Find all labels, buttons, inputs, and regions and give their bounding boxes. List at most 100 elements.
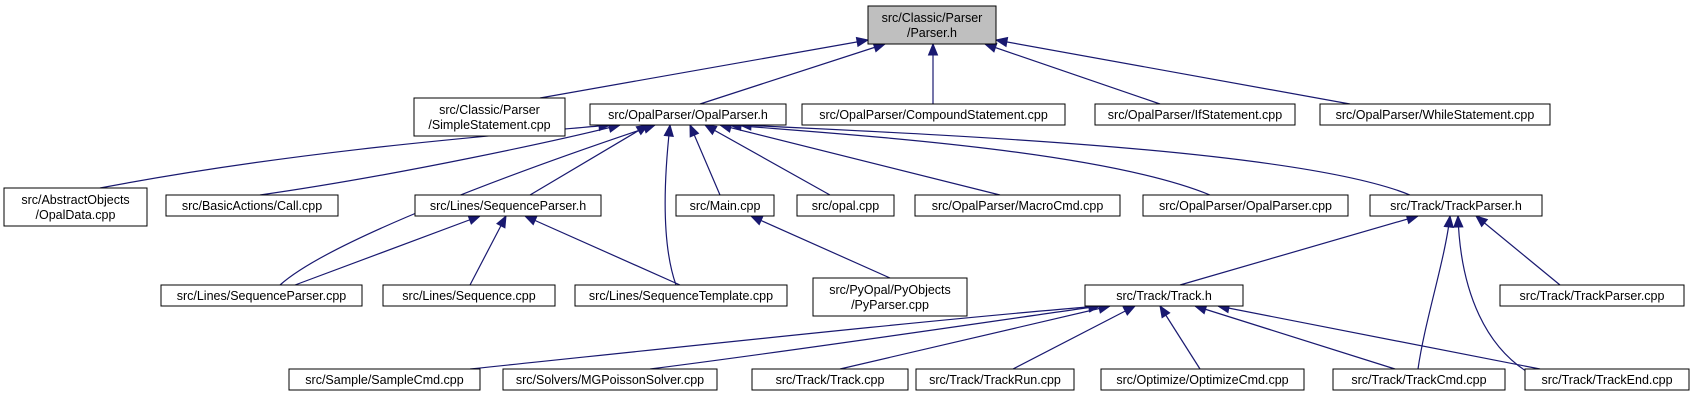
node-seqparser-h[interactable]: src/Lines/SequenceParser.h xyxy=(414,194,602,217)
edge-optimizecmd-to-track_h xyxy=(1159,304,1201,370)
edge-compound_stmt-to-parser_h xyxy=(927,42,939,104)
node-box xyxy=(414,194,602,217)
node-label-line: src/Track/Track.cpp xyxy=(776,373,885,387)
node-label-line: src/Track/TrackParser.cpp xyxy=(1520,289,1665,303)
node-label-line: src/Sample/SampleCmd.cpp xyxy=(305,373,463,387)
node-label-line: src/Classic/Parser xyxy=(439,103,540,117)
node-box xyxy=(914,194,1121,217)
node-label-line: src/Optimize/OptimizeCmd.cpp xyxy=(1116,373,1288,387)
node-label-line: src/Track/Track.h xyxy=(1116,289,1212,303)
node-trackrun[interactable]: src/Track/TrackRun.cpp xyxy=(915,368,1075,391)
node-label-line: /Parser.h xyxy=(907,26,957,40)
node-label-line: src/Track/TrackRun.cpp xyxy=(929,373,1061,387)
node-label-line: /PyParser.cpp xyxy=(851,298,929,312)
node-box xyxy=(1084,284,1244,307)
node-box xyxy=(796,194,895,217)
edge-if_stmt-to-parser_h xyxy=(983,42,1161,105)
node-box xyxy=(165,194,339,217)
node-track-h[interactable]: src/Track/Track.h xyxy=(1084,284,1244,307)
node-box xyxy=(675,194,775,217)
node-box xyxy=(801,103,1066,126)
edge-sequence-to-seqparser_h xyxy=(469,214,507,286)
node-box xyxy=(1499,284,1685,307)
node-compound-stmt[interactable]: src/OpalParser/CompoundStatement.cpp xyxy=(801,103,1066,126)
node-optimizecmd[interactable]: src/Optimize/OptimizeCmd.cpp xyxy=(1100,368,1305,391)
node-label-line: /SimpleStatement.cpp xyxy=(428,118,550,132)
node-box xyxy=(382,284,556,307)
node-while-stmt[interactable]: src/OpalParser/WhileStatement.cpp xyxy=(1319,103,1551,126)
node-simple-stmt[interactable]: src/Classic/Parser/SimpleStatement.cpp xyxy=(413,97,566,137)
node-seqparser-cpp[interactable]: src/Lines/SequenceParser.cpp xyxy=(160,284,363,307)
nodes-layer: src/Classic/Parser/Parser.hsrc/Classic/P… xyxy=(3,5,1690,391)
edge-trackcmd-to-track_h xyxy=(1193,304,1396,370)
node-box xyxy=(1369,194,1543,217)
node-box xyxy=(1332,368,1506,391)
node-label-line: src/Solvers/MGPoissonSolver.cpp xyxy=(516,373,704,387)
node-box xyxy=(589,103,787,126)
node-box xyxy=(160,284,363,307)
node-box xyxy=(1524,368,1690,391)
node-box xyxy=(502,368,718,391)
node-label-line: src/OpalParser/WhileStatement.cpp xyxy=(1336,108,1535,122)
node-macrocmd[interactable]: src/OpalParser/MacroCmd.cpp xyxy=(914,194,1121,217)
edge-track_h-to-trackparser_h xyxy=(1179,214,1420,286)
node-label-line: src/opal.cpp xyxy=(812,199,879,213)
node-label-line: src/Track/TrackCmd.cpp xyxy=(1351,373,1486,387)
node-trackparser-h[interactable]: src/Track/TrackParser.h xyxy=(1369,194,1543,217)
edge-seqtemplate-to-seqparser_h xyxy=(523,215,681,286)
node-label-line: src/OpalParser/OpalParser.cpp xyxy=(1159,199,1332,213)
edge-opal-to-opalparser_h xyxy=(703,124,831,196)
node-opaldata[interactable]: src/AbstractObjects/OpalData.cpp xyxy=(3,187,148,227)
edge-trackparser_cpp-to-trackparser_h xyxy=(1474,215,1561,286)
edge-trackcmd-to-trackparser_h xyxy=(1417,214,1454,370)
node-label-line: src/AbstractObjects xyxy=(21,193,129,207)
node-label-line: src/Lines/SequenceTemplate.cpp xyxy=(589,289,773,303)
node-main[interactable]: src/Main.cpp xyxy=(675,194,775,217)
node-opalparser-h[interactable]: src/OpalParser/OpalParser.h xyxy=(589,103,787,126)
edge-seqparser_cpp-to-seqparser_h xyxy=(294,215,482,286)
node-label-line: src/Lines/SequenceParser.cpp xyxy=(177,289,347,303)
node-box xyxy=(1142,194,1349,217)
edge-main-to-opalparser_h xyxy=(689,123,721,196)
node-seqtemplate[interactable]: src/Lines/SequenceTemplate.cpp xyxy=(574,284,788,307)
node-call[interactable]: src/BasicActions/Call.cpp xyxy=(165,194,339,217)
node-label-line: src/OpalParser/CompoundStatement.cpp xyxy=(819,108,1048,122)
node-box xyxy=(574,284,788,307)
edge-macrocmd-to-opalparser_h xyxy=(718,122,1001,196)
edge-while_stmt-to-parser_h xyxy=(994,36,1351,105)
node-track-cpp[interactable]: src/Track/Track.cpp xyxy=(751,368,909,391)
node-label-line: src/PyOpal/PyObjects xyxy=(829,283,951,297)
node-label-line: src/Track/TrackParser.h xyxy=(1390,199,1522,213)
edge-simple_stmt-to-parser_h xyxy=(539,36,870,99)
node-parser-h[interactable]: src/Classic/Parser/Parser.h xyxy=(867,5,997,45)
edge-opalparser_h-to-parser_h xyxy=(699,42,887,105)
node-if-stmt[interactable]: src/OpalParser/IfStatement.cpp xyxy=(1094,103,1296,126)
node-sequence[interactable]: src/Lines/Sequence.cpp xyxy=(382,284,556,307)
node-label-line: src/BasicActions/Call.cpp xyxy=(182,199,322,213)
node-box xyxy=(915,368,1075,391)
node-pyparser[interactable]: src/PyOpal/PyObjects/PyParser.cpp xyxy=(812,277,968,317)
edge-pyparser-to-main xyxy=(749,215,891,279)
node-opal[interactable]: src/opal.cpp xyxy=(796,194,895,217)
node-box xyxy=(751,368,909,391)
node-opalparser-cpp[interactable]: src/OpalParser/OpalParser.cpp xyxy=(1142,194,1349,217)
node-label-line: src/OpalParser/MacroCmd.cpp xyxy=(932,199,1104,213)
node-mgpoisson[interactable]: src/Solvers/MGPoissonSolver.cpp xyxy=(502,368,718,391)
node-trackend[interactable]: src/Track/TrackEnd.cpp xyxy=(1524,368,1690,391)
node-box xyxy=(288,368,481,391)
node-label-line: src/Classic/Parser xyxy=(882,11,983,25)
node-box xyxy=(1094,103,1296,126)
node-label-line: src/OpalParser/OpalParser.h xyxy=(608,108,768,122)
node-box xyxy=(867,5,997,45)
edge-opalparser_cpp-to-opalparser_h xyxy=(728,120,1211,196)
node-label-line: src/Lines/SequenceParser.h xyxy=(430,199,586,213)
node-trackcmd[interactable]: src/Track/TrackCmd.cpp xyxy=(1332,368,1506,391)
node-samplecmd[interactable]: src/Sample/SampleCmd.cpp xyxy=(288,368,481,391)
node-label-line: src/Track/TrackEnd.cpp xyxy=(1541,373,1672,387)
edge-trackrun-to-track_h xyxy=(1012,305,1137,370)
edge-seqtemplate-to-opalparser_h xyxy=(663,123,677,286)
node-trackparser-cpp[interactable]: src/Track/TrackParser.cpp xyxy=(1499,284,1685,307)
node-box xyxy=(3,187,148,227)
node-label-line: /OpalData.cpp xyxy=(36,208,116,222)
